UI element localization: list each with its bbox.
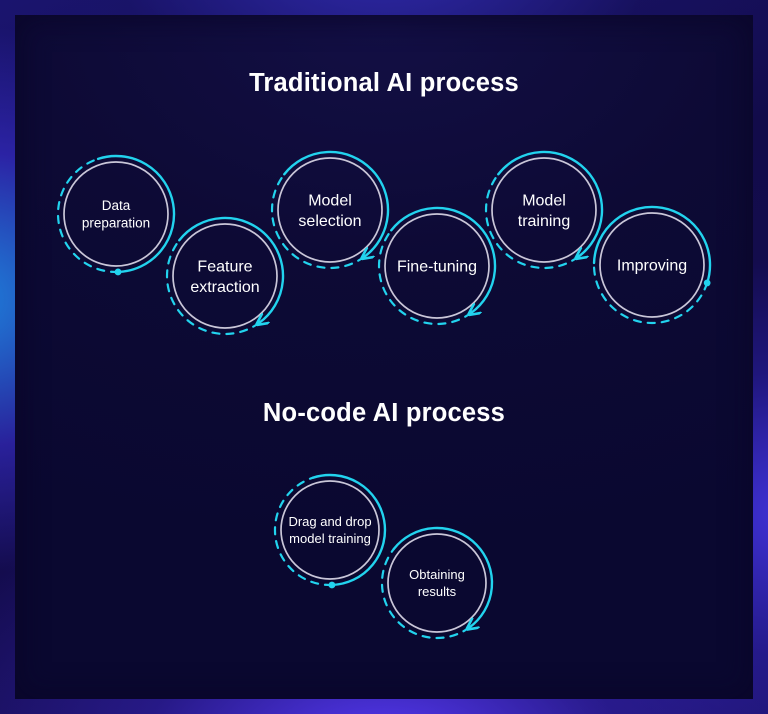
node-label: Model selection: [298, 192, 361, 229]
node-label-line: Drag and drop: [288, 514, 371, 529]
node-circle: [63, 161, 169, 267]
traditional-process-heading: Traditional AI process: [249, 69, 519, 97]
node-circle: [387, 533, 487, 633]
node-label-line: Feature: [197, 258, 252, 275]
node-label: Data preparation: [82, 198, 150, 230]
node-accent-dashed-arc: [377, 229, 473, 326]
node-accent-end-dot: [114, 268, 122, 276]
node-circle: [491, 157, 597, 263]
node-accent-solid-arc: [592, 205, 712, 285]
process-node: Feature extraction: [165, 216, 285, 336]
process-node: Drag and drop model training: [273, 473, 387, 589]
nocode-process-heading: No-code AI process: [262, 399, 506, 427]
node-circle: [599, 212, 705, 318]
node-accent-solid-arc: [497, 150, 604, 257]
node-accent-solid-arc: [96, 154, 176, 274]
node-accent-solid-arc: [390, 206, 497, 313]
process-node: Model selection: [270, 150, 390, 270]
node-circle: [384, 213, 490, 319]
slide-panel: [15, 15, 753, 699]
node-circle: [172, 223, 278, 329]
node-accent-end-dot: [328, 581, 336, 589]
node-circle: [280, 480, 380, 580]
node-label: Improving: [617, 258, 687, 275]
node-accent-solid-arc: [311, 473, 387, 587]
node-label: Model training: [518, 192, 570, 229]
node-label: Drag and drop model training: [288, 514, 371, 546]
node-label: Feature extraction: [190, 258, 259, 295]
node-label-line: Data: [102, 198, 131, 213]
node-label-line: Model: [522, 192, 566, 209]
node-label-line: extraction: [190, 279, 259, 296]
process-node: Obtaining results: [380, 526, 494, 640]
node-accent-solid-arc: [178, 216, 285, 323]
node-accent-dashed-arc: [592, 261, 709, 325]
node-label-line: selection: [298, 213, 361, 230]
node-label-line: training: [518, 213, 570, 230]
node-label: Fine-tuning: [397, 259, 477, 276]
node-accent-dashed-arc: [270, 173, 366, 270]
node-accent-dashed-arc: [165, 239, 261, 336]
process-node: Model training: [484, 150, 604, 270]
node-label-line: Fine-tuning: [397, 259, 477, 276]
node-accent-dashed-arc: [484, 173, 580, 270]
node-label-line: results: [418, 584, 457, 599]
node-label-line: Model: [308, 192, 352, 209]
node-accent-solid-arc: [283, 150, 390, 257]
node-label-line: preparation: [82, 215, 150, 230]
node-accent-dashed-arc: [56, 157, 120, 274]
node-label-line: Obtaining: [409, 567, 465, 582]
node-label-line: model training: [289, 531, 371, 546]
node-accent-solid-arc: [392, 526, 494, 627]
node-label: Obtaining results: [409, 567, 465, 599]
process-node: Improving: [592, 205, 712, 325]
node-circle: [277, 157, 383, 263]
process-node: Fine-tuning: [377, 206, 497, 326]
node-accent-end-dot: [703, 279, 711, 287]
node-label-line: Improving: [617, 258, 687, 275]
process-node: Data preparation: [56, 154, 176, 276]
